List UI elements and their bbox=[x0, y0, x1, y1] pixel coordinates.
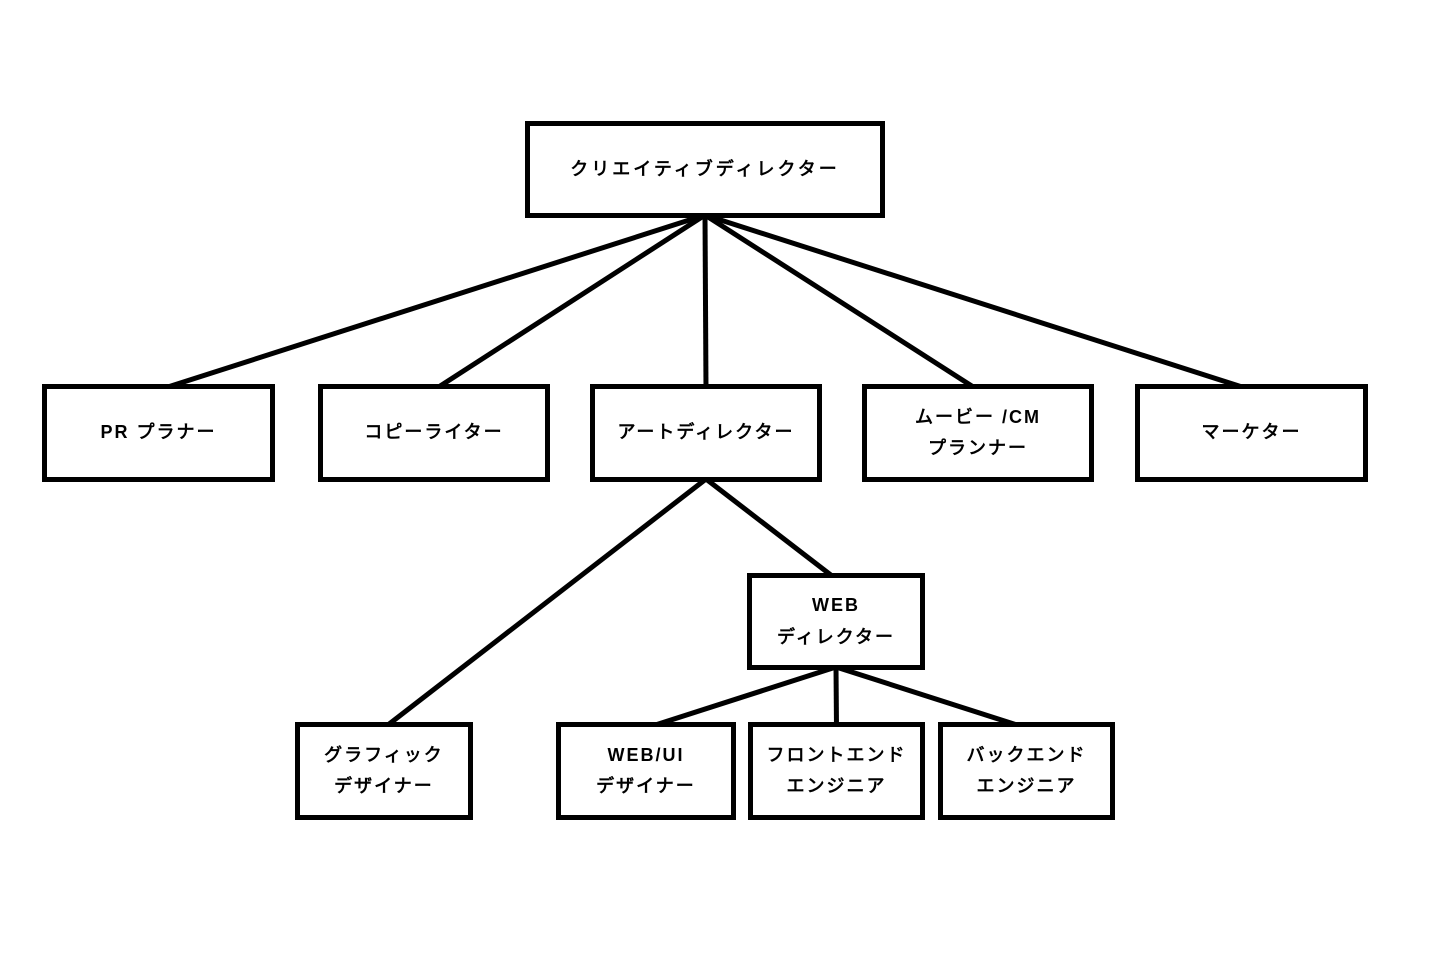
node-marketer: マーケター bbox=[1135, 384, 1368, 482]
node-movie-cm-planner: ムービー /CM プランナー bbox=[862, 384, 1094, 482]
node-creative-director: クリエイティブディレクター bbox=[525, 121, 885, 218]
node-web-director: WEB ディレクター bbox=[747, 573, 925, 670]
node-copywriter: コピーライター bbox=[318, 384, 550, 482]
node-pr-planner: PR プラナー bbox=[42, 384, 275, 482]
node-graphic-designer: グラフィック デザイナー bbox=[295, 722, 473, 820]
node-web-ui-designer: WEB/UI デザイナー bbox=[556, 722, 736, 820]
node-art-director: アートディレクター bbox=[590, 384, 822, 482]
node-frontend-engineer: フロントエンド エンジニア bbox=[748, 722, 925, 820]
node-backend-engineer: バックエンド エンジニア bbox=[938, 722, 1115, 820]
